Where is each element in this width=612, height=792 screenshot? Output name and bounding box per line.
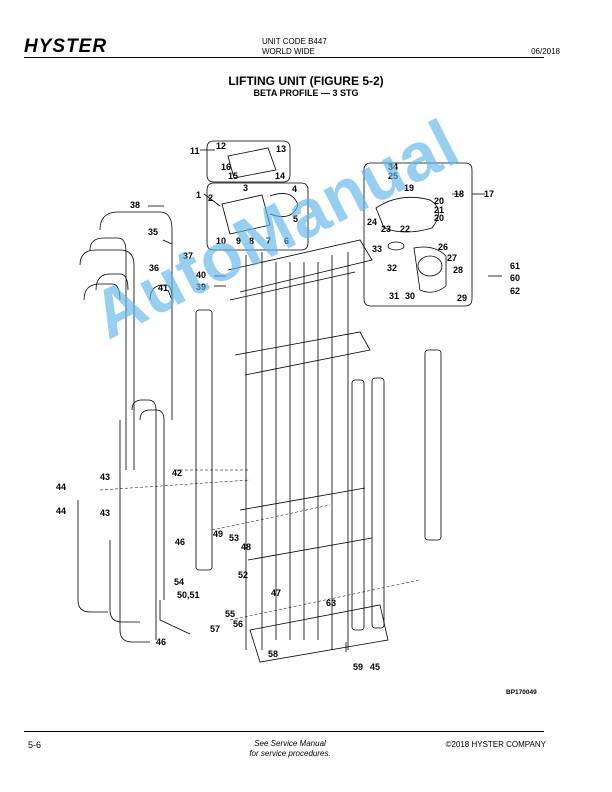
callout-42: 42 xyxy=(172,468,182,478)
callout-3: 3 xyxy=(243,183,248,193)
callout-47: 47 xyxy=(271,588,281,598)
callout-54: 54 xyxy=(174,577,184,587)
callout-58: 58 xyxy=(268,649,278,659)
callout-9: 9 xyxy=(236,236,241,246)
callout-13: 13 xyxy=(276,144,286,154)
footer-note: See Service Manual for service procedure… xyxy=(0,739,580,759)
unit-code: UNIT CODE B447 xyxy=(262,37,327,46)
page-title: LIFTING UNIT (FIGURE 5-2) xyxy=(228,74,384,88)
footer-rule xyxy=(24,731,544,732)
callout-6: 6 xyxy=(284,236,289,246)
callout-15: 15 xyxy=(228,171,238,181)
callout-33: 33 xyxy=(372,244,382,254)
callout-61: 61 xyxy=(510,261,520,271)
callout-12: 12 xyxy=(216,141,226,151)
callout-53: 53 xyxy=(229,533,239,543)
callout-24: 24 xyxy=(367,217,377,227)
callout-21: 21 xyxy=(434,205,444,215)
callout-30: 30 xyxy=(405,291,415,301)
callout-10: 10 xyxy=(216,236,226,246)
callout-44a: 44 xyxy=(56,482,66,492)
callout-62: 62 xyxy=(510,286,520,296)
callout-28: 28 xyxy=(453,265,463,275)
callout-20a: 20 xyxy=(434,196,444,206)
callout-52: 52 xyxy=(238,570,248,580)
callout-49: 49 xyxy=(213,529,223,539)
header-date: 06/2018 xyxy=(531,47,560,56)
unit-code-block: UNIT CODE B447 WORLD WIDE xyxy=(262,37,327,57)
callout-19: 19 xyxy=(404,183,414,193)
callout-11: 11 xyxy=(190,146,200,156)
callout-5051: 50,51 xyxy=(177,590,200,600)
callout-43a: 43 xyxy=(100,472,110,482)
figure-code: BP170049 xyxy=(506,689,537,696)
footer-note-line1: See Service Manual xyxy=(254,739,326,748)
callout-16: 16 xyxy=(221,162,231,172)
callout-46b: 46 xyxy=(156,637,166,647)
callout-5: 5 xyxy=(293,214,298,224)
callout-23: 23 xyxy=(381,224,391,234)
callout-labels: 11 12 13 16 15 14 3 1 2 4 5 10 9 8 7 6 3… xyxy=(56,141,520,672)
dashed-guides xyxy=(99,469,421,621)
callout-17: 17 xyxy=(484,189,494,199)
callout-32: 32 xyxy=(387,263,397,273)
callout-60: 60 xyxy=(510,273,520,283)
callout-20b: 20 xyxy=(434,213,444,223)
callout-25: 25 xyxy=(388,171,398,181)
brand-logo: HYSTER xyxy=(24,36,108,57)
footer-note-line2: for service procedures. xyxy=(249,749,331,758)
callout-38: 38 xyxy=(130,200,140,210)
callout-40: 40 xyxy=(196,270,206,280)
page-subtitle: BETA PROFILE — 3 STG xyxy=(253,88,359,98)
callout-44b: 44 xyxy=(56,506,66,516)
callout-14: 14 xyxy=(275,171,285,181)
callout-45: 45 xyxy=(370,662,380,672)
callout-2: 2 xyxy=(208,193,213,203)
callout-34: 34 xyxy=(388,162,398,172)
callout-8: 8 xyxy=(249,236,254,246)
callout-57: 57 xyxy=(210,624,220,634)
callout-46a: 46 xyxy=(175,537,185,547)
callout-55: 55 xyxy=(225,609,235,619)
callout-31: 31 xyxy=(389,291,399,301)
diagram-lines xyxy=(77,140,502,663)
callout-36: 36 xyxy=(149,263,159,273)
callout-56: 56 xyxy=(233,619,243,629)
callout-48: 48 xyxy=(241,542,251,552)
callout-43b: 43 xyxy=(100,508,110,518)
callout-29: 29 xyxy=(457,293,467,303)
callout-59: 59 xyxy=(353,662,363,672)
header-rule xyxy=(24,57,544,58)
callout-7: 7 xyxy=(266,236,271,246)
callout-4: 4 xyxy=(292,184,297,194)
callout-37: 37 xyxy=(183,251,193,261)
callout-39: 39 xyxy=(196,282,206,292)
callout-63: 63 xyxy=(326,598,336,608)
callout-26: 26 xyxy=(438,242,448,252)
page-number: 5-6 xyxy=(28,740,42,750)
callout-22: 22 xyxy=(400,224,410,234)
callout-18: 18 xyxy=(454,189,464,199)
region: WORLD WIDE xyxy=(262,47,315,56)
copyright: ©2018 HYSTER COMPANY xyxy=(445,740,546,749)
callout-35: 35 xyxy=(148,227,158,237)
callout-1: 1 xyxy=(196,190,201,200)
callout-27: 27 xyxy=(447,253,457,263)
callout-41: 41 xyxy=(158,283,168,293)
